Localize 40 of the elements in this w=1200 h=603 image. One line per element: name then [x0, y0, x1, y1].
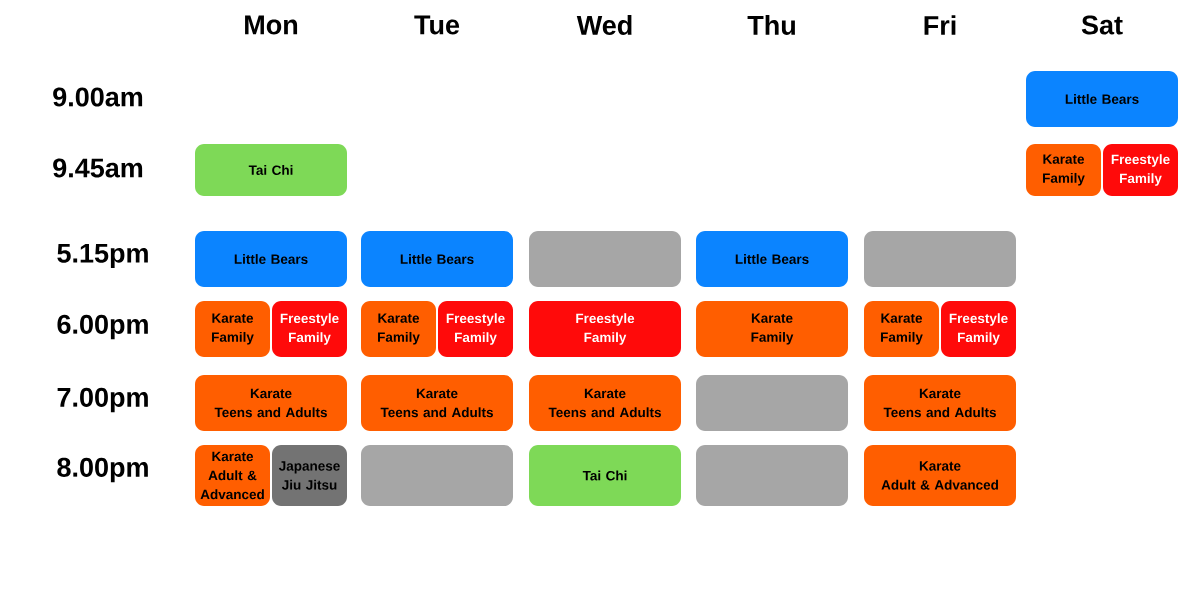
empty-slot-box	[696, 445, 848, 506]
class-box: Freestyle Family	[1103, 144, 1178, 196]
class-box: Tai Chi	[529, 445, 681, 506]
class-box: Karate Family	[195, 301, 270, 357]
class-box: Little Bears	[696, 231, 848, 287]
class-box: Little Bears	[1026, 71, 1178, 127]
class-box: Karate Family	[1026, 144, 1101, 196]
class-box: Tai Chi	[195, 144, 347, 196]
class-box: Freestyle Family	[529, 301, 681, 357]
day-heading: Tue	[414, 15, 460, 35]
time-label: 9.00am	[53, 87, 143, 107]
empty-slot-box	[529, 231, 681, 287]
time-label: 7.00pm	[57, 387, 148, 413]
time-label: 5.15pm	[57, 243, 148, 269]
class-box: Karate Teens and Adults	[864, 375, 1016, 431]
day-heading: Fri	[924, 15, 956, 35]
class-box: Karate Adult & Advanced	[864, 445, 1016, 506]
time-label: 6.00pm	[57, 314, 148, 340]
empty-slot-box	[696, 375, 848, 431]
time-label: 9.45am	[53, 158, 143, 178]
day-heading: Wed	[576, 15, 632, 35]
day-heading: Sat	[1081, 15, 1123, 35]
class-box: Freestyle Family	[438, 301, 513, 357]
day-heading: Thu	[747, 15, 795, 35]
class-box: Karate Family	[361, 301, 436, 357]
class-box: Karate Teens and Adults	[529, 375, 681, 431]
day-heading: Mon	[245, 15, 298, 35]
empty-slot-box	[864, 231, 1016, 287]
time-label: 8.00pm	[57, 457, 148, 483]
class-box: Karate Adult & Advanced	[195, 445, 270, 506]
empty-slot-box	[361, 445, 513, 506]
class-box: Karate Family	[696, 301, 848, 357]
class-box: Karate Teens and Adults	[195, 375, 347, 431]
class-box: Freestyle Family	[272, 301, 347, 357]
class-box: Little Bears	[361, 231, 513, 287]
class-box: Freestyle Family	[941, 301, 1016, 357]
class-box: Karate Family	[864, 301, 939, 357]
class-box: Little Bears	[195, 231, 347, 287]
class-box: Karate Teens and Adults	[361, 375, 513, 431]
class-box: Japanese Jiu Jitsu	[272, 445, 347, 506]
